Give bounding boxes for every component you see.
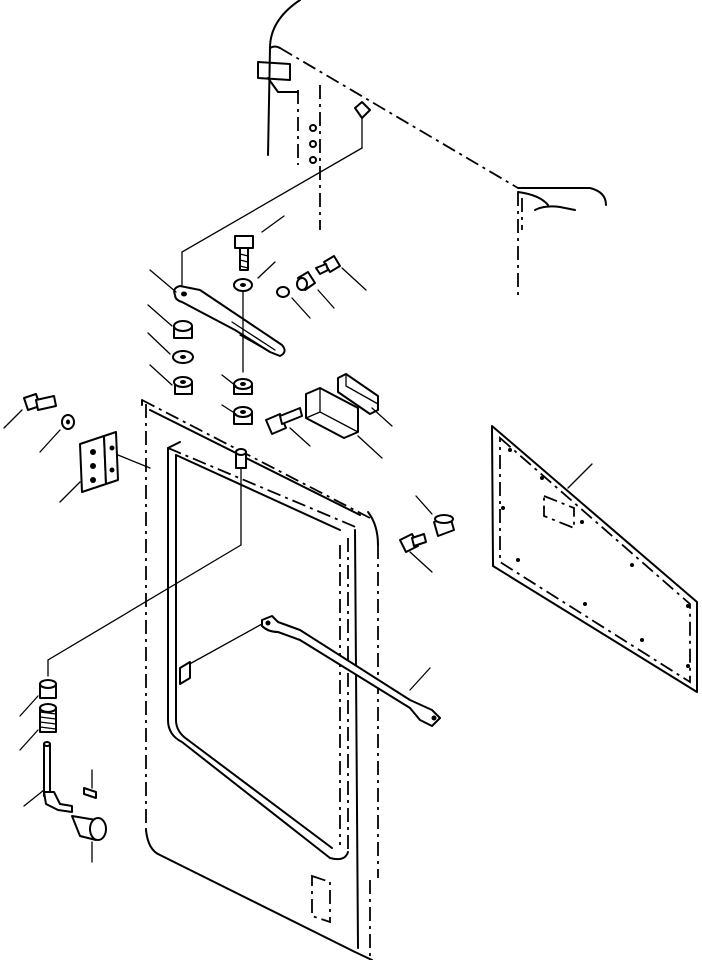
rubber-stopper	[433, 514, 455, 537]
bolt-right	[399, 533, 427, 553]
bushing-4	[233, 378, 253, 395]
lock-spring	[39, 703, 57, 733]
bolt-left	[23, 393, 57, 411]
roll-pin	[83, 787, 97, 799]
bolt-center	[265, 407, 303, 435]
window-panel	[491, 425, 698, 693]
hinge	[79, 431, 151, 493]
cab-body	[257, 0, 607, 300]
screw-right	[315, 255, 341, 275]
stay-clip	[179, 661, 191, 685]
lock-knob	[71, 815, 107, 841]
door-frame	[141, 399, 379, 960]
door-stay-bracket	[173, 285, 286, 357]
nut-small	[276, 286, 290, 298]
striker-plate	[337, 373, 379, 415]
door-stay-rod	[261, 615, 441, 727]
bushing-5	[233, 406, 253, 425]
washer-2	[172, 350, 194, 364]
washer-left	[61, 414, 75, 430]
cap-nut	[296, 271, 316, 291]
bolt-top	[234, 235, 254, 271]
bushing-3	[173, 376, 193, 395]
lock-bushing	[39, 679, 57, 699]
guide-line	[181, 147, 363, 286]
lock-pin	[43, 741, 73, 813]
bushing-1	[173, 320, 193, 339]
striker-bracket	[305, 387, 359, 439]
